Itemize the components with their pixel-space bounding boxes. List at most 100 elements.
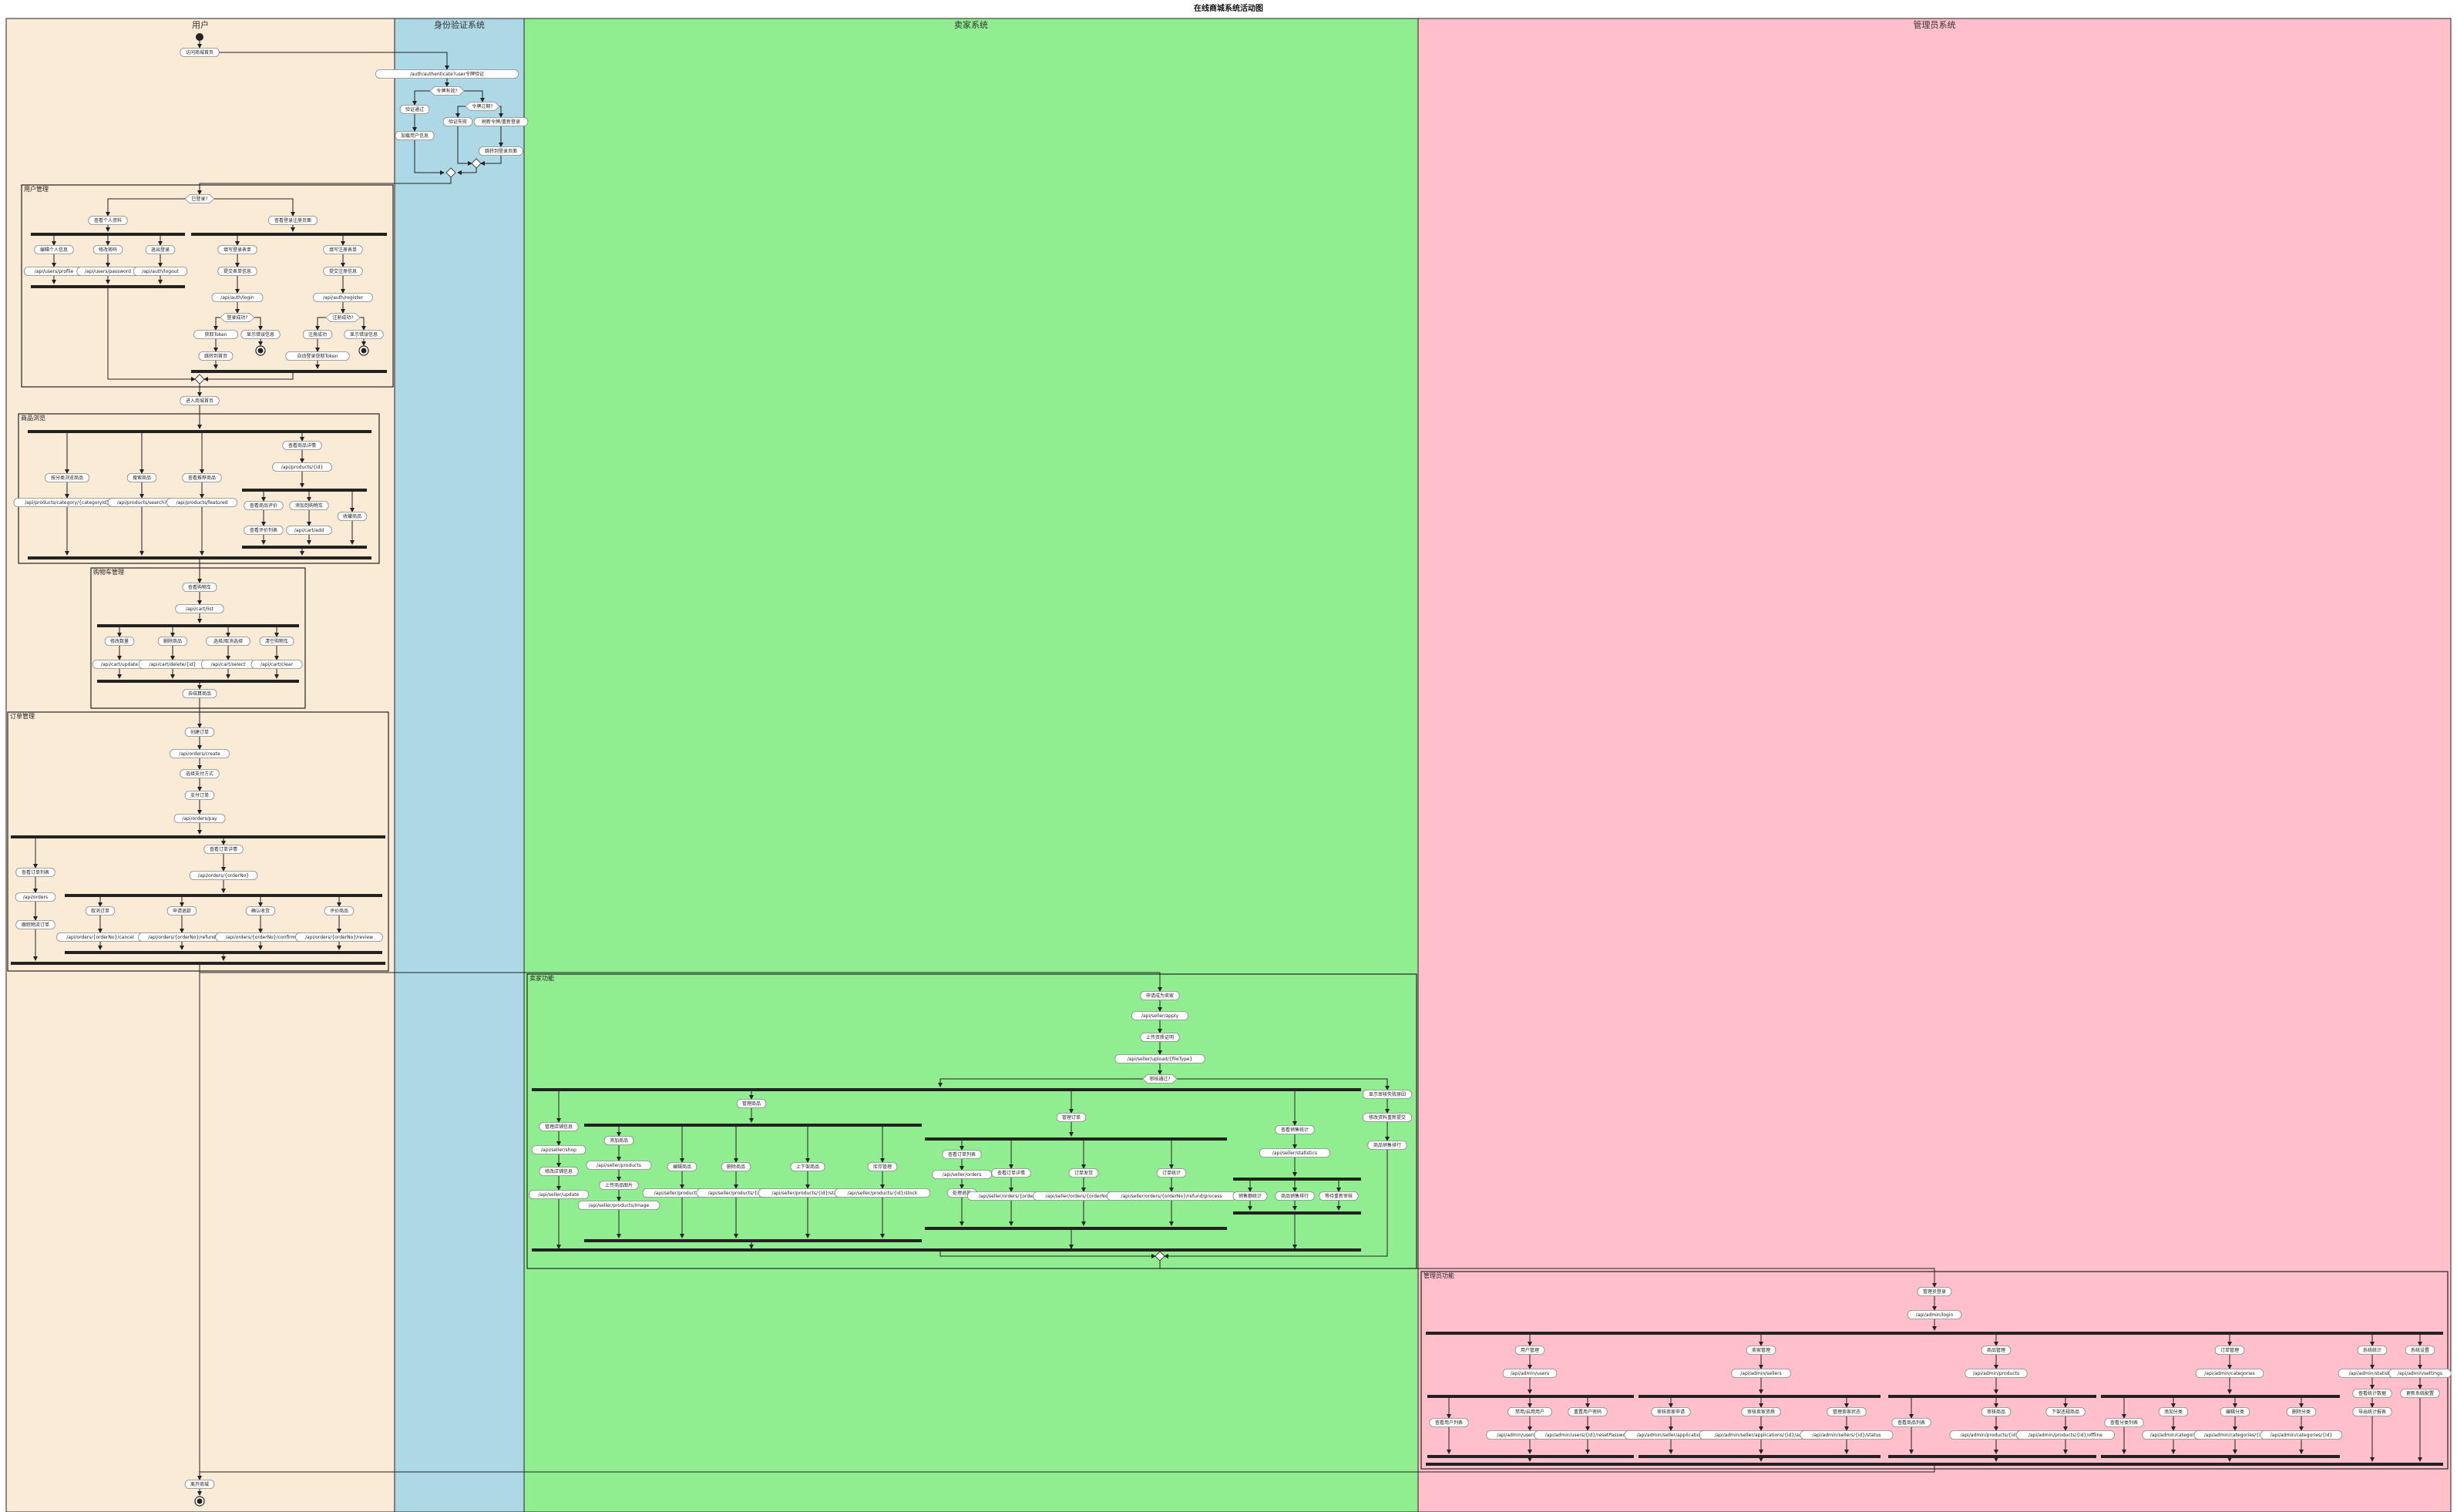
node-u_visit: 访问商城首页 xyxy=(180,48,220,57)
node-label: 处理退款 xyxy=(953,1190,971,1196)
start-node xyxy=(196,33,203,41)
node-label: 申请成为卖家 xyxy=(1146,993,1174,999)
fork-bar xyxy=(65,894,382,897)
activity-box xyxy=(337,512,368,521)
node-sf_order_list: 查看订单列表 xyxy=(942,1150,982,1159)
node-label: /api/seller/products/{id}/stock xyxy=(848,1191,918,1196)
node-label: 登录成功? xyxy=(227,314,247,321)
node-om_review: 评价商品 xyxy=(324,906,355,916)
node-label: /api/cart/clear xyxy=(260,662,293,667)
group-user-management xyxy=(21,184,394,388)
lane-auth xyxy=(394,18,525,1512)
node-label: 下架违规商品 xyxy=(2052,1409,2079,1415)
activity-box xyxy=(599,1181,639,1190)
node-u_end: 离开商城 xyxy=(184,1480,215,1489)
node-cm_select: 选择/取消选择 xyxy=(206,637,250,646)
activity-box xyxy=(736,1099,767,1108)
lane-title-auth: 身份验证系统 xyxy=(434,19,485,30)
node-label: /api/orders xyxy=(23,895,48,900)
fork-bar xyxy=(1888,1455,2096,1458)
fork-bar xyxy=(1426,1332,2443,1335)
node-label: 去结算商品 xyxy=(188,690,211,697)
flow-arrow xyxy=(457,126,472,166)
node-label: 删除分类 xyxy=(2292,1409,2311,1415)
activity-box xyxy=(1514,1346,1545,1355)
node-label: /api/auth/logout xyxy=(142,269,179,274)
activity-box xyxy=(2260,1430,2343,1440)
node-label: 查看登录注册页面 xyxy=(274,217,311,223)
node-label: /api/seller/orders/{orderNo} xyxy=(979,1194,1044,1199)
node-sf_products: 管理商品 xyxy=(736,1099,767,1108)
node-label: 确认收货 xyxy=(251,908,270,914)
node-label: 离开商城 xyxy=(190,1481,209,1487)
activity-box xyxy=(175,604,224,613)
activity-box xyxy=(2195,1369,2264,1378)
node-label: 查看商品详情 xyxy=(288,442,316,449)
activity-box xyxy=(667,1162,697,1171)
fork-bar xyxy=(242,546,367,549)
node-om_detail: 查看订单详情 xyxy=(203,845,244,854)
node-label: 收藏商品 xyxy=(343,513,361,519)
group-product-browse xyxy=(18,413,380,564)
node-label: 查看订单列表 xyxy=(22,869,49,875)
activity-box xyxy=(834,1188,931,1198)
node-label: 上下架商品 xyxy=(796,1164,819,1170)
activity-box xyxy=(133,267,188,276)
node-label: 访问商城首页 xyxy=(186,49,213,55)
node-ad_api_p_offline: /api/admin/products/{id}/offline xyxy=(2015,1430,2115,1440)
activity-box xyxy=(2405,1346,2435,1355)
activity-box xyxy=(145,245,176,254)
node-um_edit: 编辑个人信息 xyxy=(34,245,74,254)
node-ad_p_offline: 下架违规商品 xyxy=(2045,1407,2086,1416)
activity-box xyxy=(395,131,435,140)
activity-box xyxy=(1429,1418,1469,1427)
activity-box xyxy=(2158,1407,2189,1416)
node-sf_sales: 销售额统计 xyxy=(1232,1191,1268,1201)
node-label: /api/seller/orders/{orderNo}/refund/proc… xyxy=(1121,1194,1222,1199)
activity-box xyxy=(15,920,55,929)
node-label: 查看商品评价 xyxy=(250,502,277,509)
fork-bar xyxy=(191,370,387,373)
node-label: 显示审核失败原因 xyxy=(1369,1091,1406,1097)
node-ad_stats: 系统统计 xyxy=(2357,1346,2388,1355)
fork-bar xyxy=(1639,1395,1881,1398)
node-label: /api/admin/sellers/{id}/status xyxy=(1812,1433,1881,1438)
activity-box xyxy=(2400,1389,2440,1398)
node-a_redirect: 跳转到登录页面 xyxy=(479,146,523,156)
node-um_api_logout: /api/auth/logout xyxy=(133,267,188,276)
node-um_dec: 已登录? xyxy=(184,194,215,203)
node-sf_product_stat: 商品销售排行 xyxy=(1275,1191,1315,1201)
node-label: 修改数量 xyxy=(110,638,129,644)
activity-box xyxy=(15,868,55,877)
node-label: /auth/authenticate?user令牌验证 xyxy=(410,71,484,77)
activity-box xyxy=(603,1136,634,1145)
node-om_api_confirm: /api/orders/{orderNo}/confirm xyxy=(215,932,306,942)
flow-arrow xyxy=(216,52,449,70)
diagram-title: 在线商城系统活动图 xyxy=(1194,3,1263,13)
group-order-management xyxy=(7,711,389,972)
activity-box xyxy=(1140,1033,1180,1042)
node-um_auto_token: 自动登录获取Token xyxy=(285,351,350,361)
node-sf_audit: 上传资质证明 xyxy=(1140,1033,1180,1042)
node-label: 按分类浏览商品 xyxy=(51,475,83,481)
node-pb_category: 按分类浏览商品 xyxy=(45,473,89,482)
node-um_api_profile: /api/users/profile xyxy=(24,267,84,276)
node-pb_api_cat: /api/products/category/{categoryId} xyxy=(13,498,121,507)
node-sf_api_stats: /api/seller/statistics xyxy=(1259,1148,1331,1158)
node-ad_u_list: 查看用户列表 xyxy=(1429,1418,1469,1427)
node-label: 查看订单详情 xyxy=(210,846,237,852)
node-label: 查看个人资料 xyxy=(94,217,122,223)
node-ad_products: 商品管理 xyxy=(1981,1346,2012,1355)
node-label: /api/admin/categories/{id} xyxy=(2204,1433,2267,1438)
node-label: 上传商品图片 xyxy=(605,1182,633,1188)
activity-box xyxy=(250,660,303,669)
group-seller-functions xyxy=(526,973,1417,1269)
node-label: 刷新令牌/重新登录 xyxy=(482,119,520,125)
activity-box xyxy=(302,330,333,339)
node-sf_api_apply: /api/seller/apply xyxy=(1131,1011,1189,1020)
node-ad_system: 系统设置 xyxy=(2405,1346,2435,1355)
flow-arrow xyxy=(207,198,295,217)
node-sf_dec: 审核通过? xyxy=(1142,1074,1178,1084)
node-ad_api_s_app: /api/admin/seller/applications xyxy=(1624,1430,1718,1440)
node-label: 查看商品列表 xyxy=(1897,1420,1925,1426)
